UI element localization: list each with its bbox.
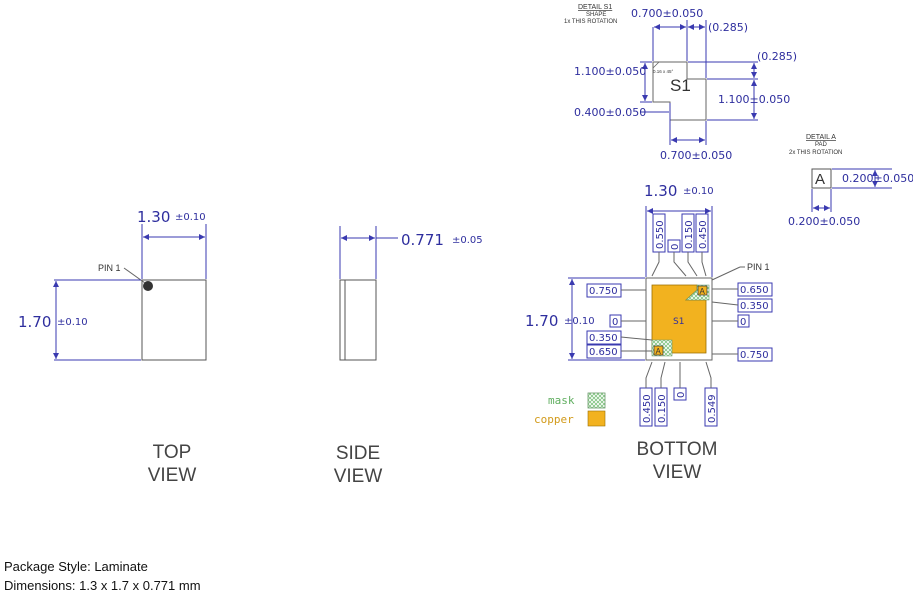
- bottom-width-tolerance: ±0.10: [683, 186, 714, 197]
- detail-a-width-dim: 0.200±0.050: [788, 215, 860, 228]
- pin1-label: PIN 1: [98, 263, 121, 273]
- bottom-pin1-label: PIN 1: [747, 262, 770, 272]
- bottom-dim-3: 0: [676, 392, 687, 398]
- detail-s1-top-offset: (0.285): [708, 21, 748, 34]
- top-width-value: 1.30: [137, 208, 170, 226]
- detail-a-height-dim: 0.200±0.050: [842, 172, 913, 185]
- detail-s1-chamfer: 0.16 x 45°: [653, 69, 674, 74]
- top-view-title: TOP VIEW: [132, 441, 212, 487]
- detail-s1-title: DETAIL S1: [578, 4, 612, 11]
- bottom-dims: 0.450 0.150 0 0.549: [639, 361, 718, 427]
- right-dim-2: 0.350: [740, 301, 769, 312]
- package-dimensions: Dimensions: 1.3 x 1.7 x 0.771 mm: [4, 578, 201, 593]
- detail-s1-shape: [652, 61, 707, 121]
- detail-s1-left-bottom: 0.400±0.050: [574, 106, 646, 119]
- top-dim-2: 0: [670, 244, 681, 250]
- detail-a-pad-top: [697, 285, 708, 296]
- top-width-tolerance: ±0.10: [175, 212, 206, 223]
- right-dim-box-2: [737, 298, 773, 313]
- detail-a-rotation: 2x THIS ROTATION: [789, 150, 842, 156]
- pin1-dot: [143, 281, 153, 291]
- top-dims: 0.550 0 0.150 0.450: [651, 213, 709, 277]
- top-view: PIN 1 1.30 ±0.10 1.70 ±0.10: [18, 208, 207, 361]
- side-thickness-tolerance: ±0.05: [452, 235, 483, 246]
- legend-copper-label: copper: [534, 413, 574, 426]
- detail-a-pad-top-label: A: [700, 287, 706, 296]
- left-dim-4: 0.650: [589, 347, 618, 358]
- detail-s1-right-offset: (0.285): [757, 50, 797, 63]
- legend-copper-swatch: [587, 410, 606, 427]
- left-dim-3: 0.350: [589, 333, 618, 344]
- bottom-dim-1: 0.450: [642, 394, 653, 423]
- left-dim-2: 0: [612, 317, 618, 328]
- right-dim-4: 0.750: [740, 350, 769, 361]
- detail-a-pad-bottom: [653, 345, 664, 356]
- bottom-s1-label: S1: [673, 317, 684, 327]
- left-dims: 0.750 0 0.350 0.650: [586, 283, 653, 359]
- bottom-dim-4: 0.549: [707, 394, 718, 423]
- top-dim-3: 0.150: [684, 220, 695, 249]
- right-dim-1: 0.650: [740, 285, 769, 296]
- detail-a: DETAIL A PAD 2x THIS ROTATION A 0.200±0.…: [788, 134, 913, 228]
- detail-a-marker: A: [815, 171, 825, 188]
- detail-s1-top-width: 0.700±0.050: [631, 7, 703, 20]
- left-dim-1: 0.750: [589, 286, 618, 297]
- top-dim-4: 0.450: [698, 220, 709, 249]
- top-view-title-line2: VIEW: [147, 465, 197, 486]
- bottom-height-value: 1.70: [525, 312, 558, 330]
- detail-s1-rotation: 1x THIS ROTATION: [564, 19, 617, 25]
- side-view-body: [339, 279, 377, 361]
- top-dim-1: 0.550: [655, 220, 666, 249]
- detail-s1-pad-label: S1: [670, 76, 691, 95]
- detail-a-box: [811, 168, 832, 189]
- bottom-height-tolerance: ±0.10: [564, 316, 595, 327]
- bottom-view-title-line1: BOTTOM: [636, 439, 718, 460]
- detail-s1-subtitle: SHAPE: [586, 12, 606, 18]
- detail-s1-right-height: 1.100±0.050: [718, 93, 790, 106]
- bottom-view-title-line2: VIEW: [652, 462, 702, 483]
- side-view-title: SIDE VIEW: [318, 442, 398, 488]
- legend-mask-swatch: [587, 392, 606, 409]
- top-view-title-line1: TOP: [152, 442, 192, 463]
- package-style: Package Style: Laminate: [4, 559, 148, 574]
- detail-s1-bottom-width: 0.700±0.050: [660, 149, 732, 162]
- pin1-leader: [123, 267, 146, 284]
- detail-s1-left-height: 1.100±0.050: [574, 65, 646, 78]
- side-thickness-value: 0.771: [401, 231, 444, 249]
- top-view-body: [141, 279, 207, 361]
- legend: mask copper: [534, 392, 606, 427]
- side-view: 0.771 ±0.05: [339, 226, 483, 361]
- bottom-width-value: 1.30: [644, 182, 677, 200]
- top-height-value: 1.70: [18, 313, 51, 331]
- side-view-title-line2: VIEW: [333, 466, 383, 487]
- legend-mask-label: mask: [548, 394, 575, 407]
- right-dims: 0.650 0.350 0 0.750: [711, 282, 773, 362]
- bottom-view-title: BOTTOM VIEW: [627, 438, 727, 484]
- detail-a-pad-bottom-label: A: [656, 347, 662, 356]
- right-dim-3: 0: [740, 317, 746, 328]
- side-view-title-line1: SIDE: [335, 443, 381, 464]
- bottom-view: A A S1 1.30 ±0.10 1.70 ±0.10 PIN 1 0.550…: [525, 182, 773, 427]
- detail-a-title: DETAIL A: [806, 134, 836, 141]
- detail-s1: DETAIL S1 SHAPE 1x THIS ROTATION S1 0.16…: [564, 4, 797, 162]
- detail-a-subtitle: PAD: [815, 142, 828, 148]
- bottom-dim-2: 0.150: [657, 394, 668, 423]
- top-height-tolerance: ±0.10: [57, 317, 88, 328]
